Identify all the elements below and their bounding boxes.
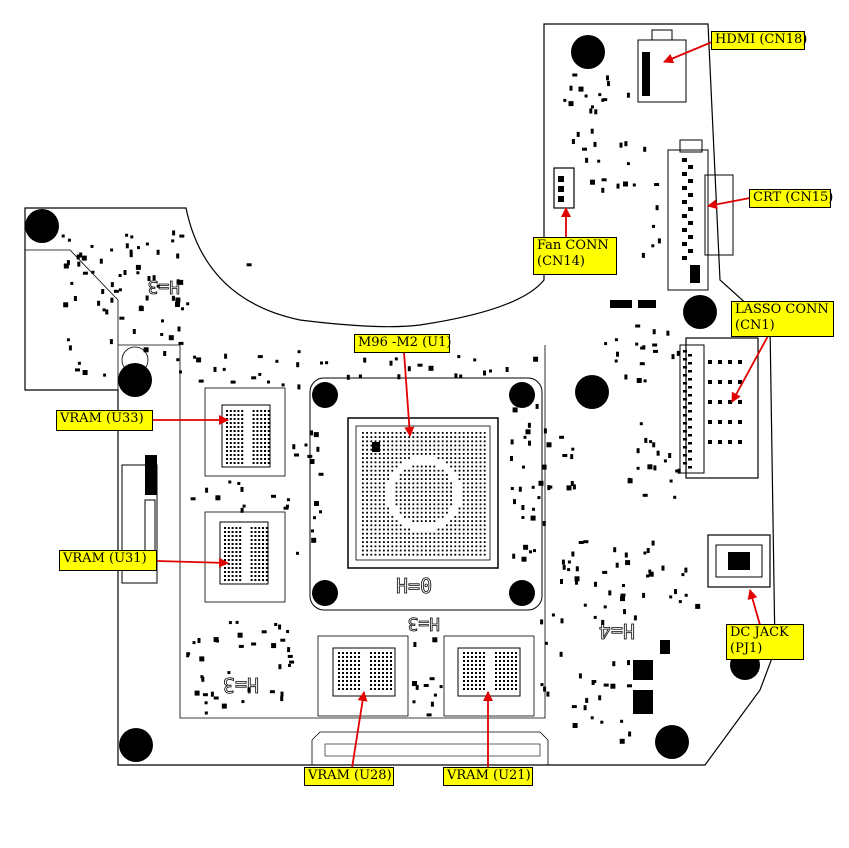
- label-lasso-line1: LASSO CONN: [735, 302, 829, 317]
- vram-u21-footprint: [443, 635, 535, 717]
- dc-jack: [707, 534, 771, 588]
- board-outline: [24, 23, 776, 766]
- label-gpu: M96 -M2 (U1): [354, 334, 451, 353]
- board-edge-strip: [324, 743, 541, 757]
- hole-ring: [121, 346, 149, 374]
- mounting-holes: [25, 35, 760, 762]
- silk-h0: H=0: [396, 574, 432, 598]
- arrow-dcjack: [747, 589, 761, 626]
- silk-h3-top: H=3: [407, 613, 440, 634]
- silk-h4: H=4: [599, 619, 635, 643]
- label-dc-jack: DC JACK (PJ1): [726, 624, 804, 660]
- gpu-heatsink-frame: [309, 377, 543, 611]
- power-components: [610, 300, 670, 714]
- pointer-arrows: [153, 41, 769, 769]
- label-vram-u21: VRAM (U21): [443, 767, 533, 786]
- label-dcjack-line1: DC JACK: [730, 625, 789, 640]
- label-fan-line2: (CN14): [537, 254, 586, 269]
- arrow-crt: [707, 197, 751, 210]
- lasso-connector: [679, 337, 759, 479]
- gpu-die-area: [355, 425, 491, 561]
- label-vram-u33: VRAM (U33): [56, 410, 153, 431]
- label-fan-conn: Fan CONN (CN14): [533, 237, 617, 275]
- silk-h3-bottom: H=3: [223, 673, 259, 697]
- label-lasso-conn: LASSO CONN (CN1): [731, 301, 834, 337]
- label-fan-line1: Fan CONN: [537, 238, 609, 253]
- label-hdmi: HDMI (CN18): [711, 31, 807, 50]
- board-notch: [311, 731, 549, 765]
- gpu-ball-grid: [362, 432, 486, 556]
- label-crt: CRT (CN15): [749, 189, 833, 208]
- vram-u31-footprint: [204, 511, 286, 603]
- label-dcjack-line2: (PJ1): [730, 641, 763, 656]
- arrow-vram-u28: [351, 691, 368, 769]
- crt-connector: [667, 139, 734, 291]
- label-vram-u31: VRAM (U31): [59, 550, 157, 571]
- arrow-lasso: [731, 335, 769, 403]
- arrow-gpu: [403, 351, 415, 437]
- arrow-vram-u31: [156, 557, 229, 568]
- label-vram-u28: VRAM (U28): [304, 767, 394, 786]
- arrow-hdmi: [663, 41, 713, 64]
- hdmi-connector: [637, 29, 687, 103]
- board-inner-line: [118, 344, 546, 719]
- gpu-corner-marker: [372, 442, 380, 452]
- gpu-package: [347, 417, 499, 569]
- label-lasso-line2: (CN1): [735, 318, 775, 333]
- silk-h3-left: H=3: [147, 276, 180, 297]
